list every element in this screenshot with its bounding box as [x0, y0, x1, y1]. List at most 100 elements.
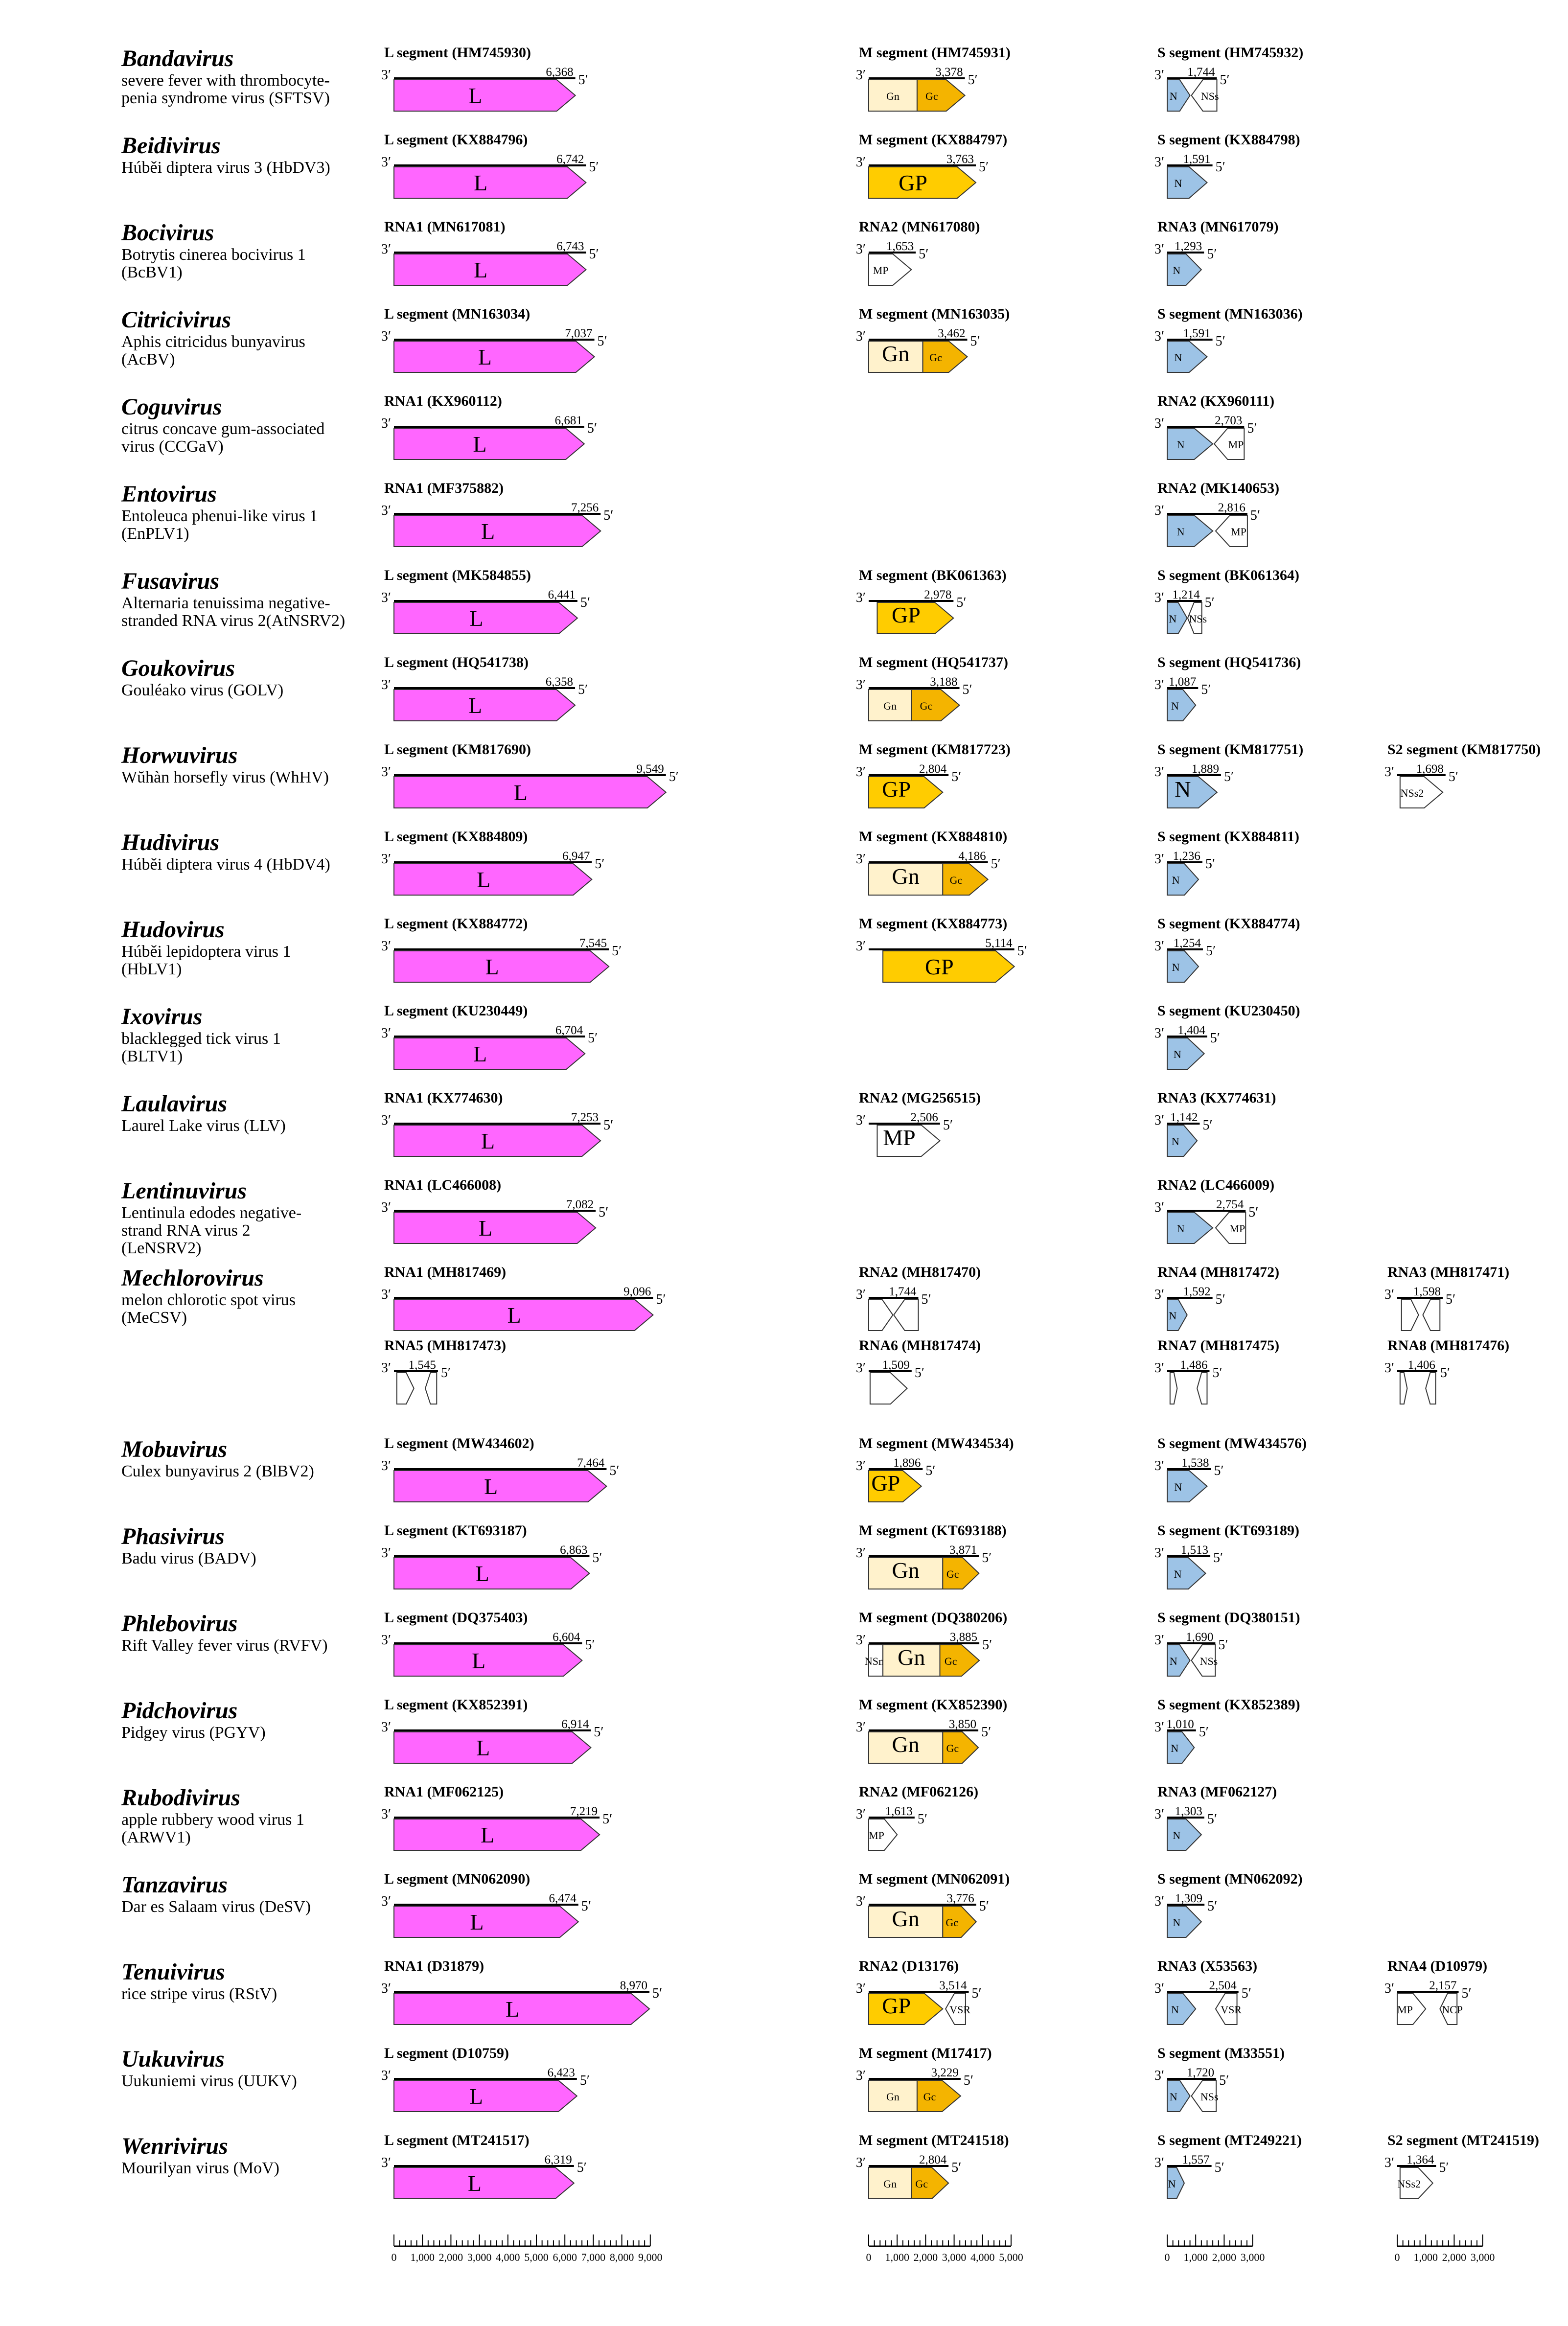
virus-name: (ARWV1) [121, 1828, 191, 1846]
segment-label: S segment (KX852389) [1157, 1697, 1300, 1713]
segment-length: 7,253 [571, 1111, 599, 1124]
orf-gp [882, 950, 1015, 983]
segment-length: 6,742 [556, 153, 584, 166]
five-prime-end: 5′ [919, 247, 928, 262]
virus-name: Uukuniemi virus (UUKV) [121, 2072, 297, 2090]
scale-tick-label: 2,000 [1212, 2251, 1237, 2263]
five-prime-end: 5′ [1218, 1637, 1228, 1653]
orf-l [393, 79, 576, 112]
scale-tick-label: 1,000 [885, 2251, 909, 2263]
five-prime-end: 5′ [918, 1812, 927, 1827]
segment-length: 2,506 [911, 1111, 938, 1124]
three-prime-end: 3′ [856, 68, 866, 83]
five-prime-end: 5′ [1216, 1292, 1225, 1307]
three-prime-end: 3′ [1384, 2155, 1394, 2170]
three-prime-end: 3′ [381, 1458, 391, 1474]
three-prime-end: 3′ [381, 1360, 391, 1376]
orf-label: Gn [886, 2091, 899, 2103]
orf-label: N [1171, 1742, 1178, 1754]
segment-length: 7,037 [565, 327, 592, 340]
segment-length: 6,681 [555, 414, 582, 427]
five-prime-end: 5′ [1216, 160, 1225, 175]
segment-label: RNA6 (MH817474) [859, 1337, 981, 1354]
orf-n [1167, 1906, 1202, 1938]
five-prime-end: 5′ [1248, 1205, 1258, 1220]
orf-label: N [1177, 438, 1185, 451]
scale-tick-label: 4,000 [970, 2251, 995, 2263]
orf-white [893, 1299, 919, 1331]
segment-length: 7,082 [566, 1198, 594, 1211]
scale-tick-label: 3,000 [1471, 2251, 1495, 2263]
orf-label: Gn [892, 1732, 920, 1757]
five-prime-end: 5′ [1215, 2160, 1224, 2175]
scale-tick-label: 6,000 [553, 2251, 577, 2263]
segment-label: M segment (M17417) [859, 2045, 992, 2061]
five-prime-end: 5′ [581, 1899, 591, 1914]
three-prime-end: 3′ [381, 677, 391, 692]
five-prime-end: 5′ [595, 856, 604, 872]
five-prime-end: 5′ [1214, 1463, 1224, 1478]
orf-label: N [1168, 2178, 1176, 2190]
orf-label: N [1173, 1829, 1180, 1842]
three-prime-end: 3′ [1154, 503, 1164, 518]
orf-label: Gn [886, 90, 899, 102]
orf-label: N [1170, 2091, 1177, 2103]
segment-length: 1,303 [1175, 1805, 1202, 1818]
segment-length: 3,229 [931, 2066, 959, 2079]
orf-gp [868, 1993, 944, 2025]
orf-l [393, 341, 596, 373]
segment-label: L segment (KX852391) [384, 1697, 528, 1713]
virus-name: (EnPLV1) [121, 525, 189, 543]
segment-length: 7,256 [571, 501, 599, 514]
genus-name: Beidivirus [121, 133, 221, 159]
orf-label: L [468, 2171, 482, 2196]
segment-length: 1,889 [1192, 762, 1219, 776]
three-prime-end: 3′ [381, 939, 391, 954]
orf-l [393, 776, 667, 808]
three-prime-end: 3′ [856, 677, 866, 692]
orf-nss [1191, 79, 1218, 112]
orf-n [1167, 1993, 1197, 2025]
five-prime-end: 5′ [922, 1292, 931, 1307]
three-prime-end: 3′ [1154, 242, 1164, 257]
segment-label: RNA4 (MH817472) [1157, 1264, 1279, 1280]
virus-name: blacklegged tick virus 1 [121, 1030, 281, 1048]
orf-label: MP [1231, 526, 1246, 538]
orf-l [393, 1299, 654, 1331]
segment-length: 6,358 [546, 675, 573, 689]
five-prime-end: 5′ [956, 595, 966, 610]
five-prime-end: 5′ [1439, 2160, 1449, 2175]
segment-label: L segment (KX884772) [384, 916, 528, 932]
segment-length: 3,776 [947, 1892, 974, 1905]
orf-l [393, 1644, 583, 1677]
orf-gc [942, 1906, 977, 1938]
virus-name: citrus concave gum-associated [121, 420, 324, 438]
orf-label: Gn [892, 1558, 920, 1583]
five-prime-end: 5′ [577, 2160, 587, 2175]
orf-l [393, 2080, 578, 2112]
segment-length: 8,970 [620, 1979, 647, 1992]
segment-length: 1,142 [1170, 1111, 1198, 1124]
virus-name: Culex bunyavirus 2 (BlBV2) [121, 1462, 314, 1480]
genus-name: Citricivirus [121, 307, 231, 333]
five-prime-end: 5′ [968, 72, 978, 88]
three-prime-end: 3′ [381, 503, 391, 518]
orf-label: Gc [925, 90, 938, 102]
orf-white [1399, 1372, 1408, 1405]
genus-name: Goukovirus [121, 655, 235, 681]
